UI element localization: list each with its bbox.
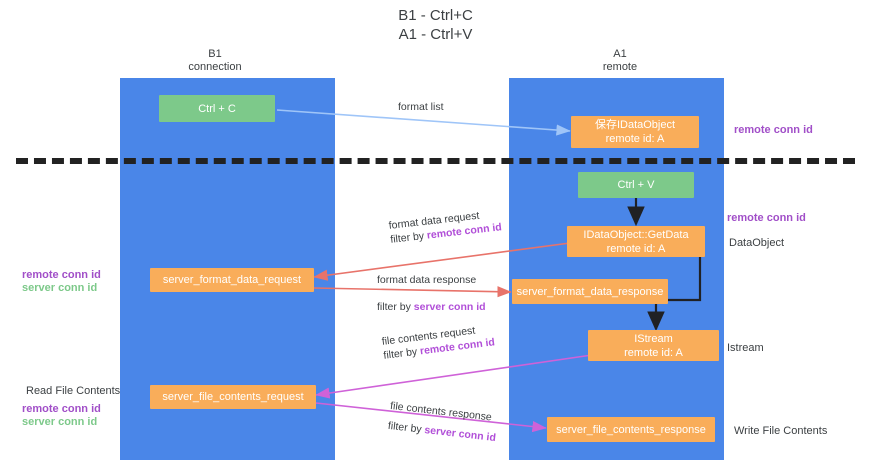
annotation-right-dataobject: DataObject — [729, 237, 785, 249]
node-fmt-res-label: server_format_data_response — [516, 285, 664, 298]
lane-header-b1: B1 connection — [155, 48, 275, 74]
edge-label-format-list-text: format list — [398, 101, 444, 113]
node-server-format-data-response[interactable]: server_format_data_response — [512, 279, 668, 304]
node-server-file-contents-response[interactable]: server_file_contents_response — [547, 417, 715, 442]
edge-label-fcres-key: server conn id — [423, 424, 497, 445]
phase-separator — [16, 158, 855, 164]
annotation-right-remote-conn-id-top: remote conn id — [734, 124, 813, 136]
edge-label-fdres-prefix: filter by — [377, 301, 414, 313]
node-fmt-req-label: server_format_data_request — [162, 274, 302, 286]
node-server-format-data-request[interactable]: server_format_data_request — [150, 268, 314, 292]
edge-label-format-data-response: format data response filter by server co… — [377, 273, 486, 314]
edge-label-file-contents-request: file contents request filter by remote c… — [381, 321, 496, 362]
diagram-title: B1 - Ctrl+C A1 - Ctrl+V — [0, 6, 871, 44]
annotation-left-server-conn-id-2: server conn id — [22, 416, 98, 428]
edge-label-file-contents-response: file contents response filter by server … — [387, 399, 499, 445]
annotation-right-istream: Istream — [727, 342, 764, 354]
node-ctrl-c-label: Ctrl + C — [198, 102, 236, 115]
edge-label-fdres-key: server conn id — [413, 301, 486, 313]
edge-label-fdreq-prefix: filter by — [389, 229, 428, 246]
edge-label-format-list: format list — [398, 100, 444, 114]
node-getdata-line-1: IDataObject::GetData — [583, 228, 689, 241]
node-istream-line-2: remote id: A — [624, 346, 683, 359]
annotation-left-server-conn-id-1: server conn id — [22, 282, 98, 294]
node-ctrl-v[interactable]: Ctrl + V — [578, 172, 694, 198]
lane-header-a1-name: A1 — [613, 48, 627, 60]
lane-header-b1-name: B1 — [208, 48, 222, 60]
edge-label-fcreq-prefix: filter by — [382, 345, 421, 362]
node-idataobject[interactable]: 保存IDataObject remote id: A — [571, 116, 699, 148]
node-istream[interactable]: IStream remote id: A — [588, 330, 719, 361]
annotation-left-remote-conn-id-2: remote conn id — [22, 403, 101, 415]
annotation-right-remote-conn-id-mid: remote conn id — [727, 212, 806, 224]
node-idataobject-line-2: remote id: A — [605, 133, 665, 145]
edge-label-fcres-prefix: filter by — [387, 419, 426, 436]
lane-header-a1-sub: remote — [602, 61, 638, 73]
node-file-res-label: server_file_contents_response — [556, 423, 706, 436]
node-idataobject-getdata[interactable]: IDataObject::GetData remote id: A — [567, 226, 705, 257]
lane-header-a1: A1 remote — [560, 48, 680, 74]
annotation-left-read-file-contents: Read File Contents — [26, 385, 121, 397]
node-ctrl-v-label: Ctrl + V — [617, 179, 655, 191]
node-server-file-contents-request[interactable]: server_file_contents_request — [150, 385, 316, 409]
edge-label-format-data-request: format data request filter by remote con… — [388, 206, 502, 247]
node-istream-line-1: IStream — [634, 332, 673, 345]
node-idataobject-line-1: 保存IDataObject — [594, 119, 676, 131]
annotation-left-remote-conn-id-1: remote conn id — [22, 269, 101, 281]
annotation-right-write-file-contents: Write File Contents — [734, 425, 828, 437]
lane-header-b1-sub: connection — [188, 61, 242, 73]
diagram-title-line-2: A1 - Ctrl+V — [398, 26, 473, 43]
node-file-req-label: server_file_contents_request — [162, 391, 304, 403]
node-ctrl-c[interactable]: Ctrl + C — [159, 95, 275, 122]
edge-label-fdres-line-2: filter by server conn id — [377, 300, 486, 314]
node-getdata-line-2: remote id: A — [606, 242, 666, 255]
edge-label-fdres-line-1: format data response — [377, 274, 477, 286]
diagram-title-line-1: B1 - Ctrl+C — [398, 7, 473, 24]
